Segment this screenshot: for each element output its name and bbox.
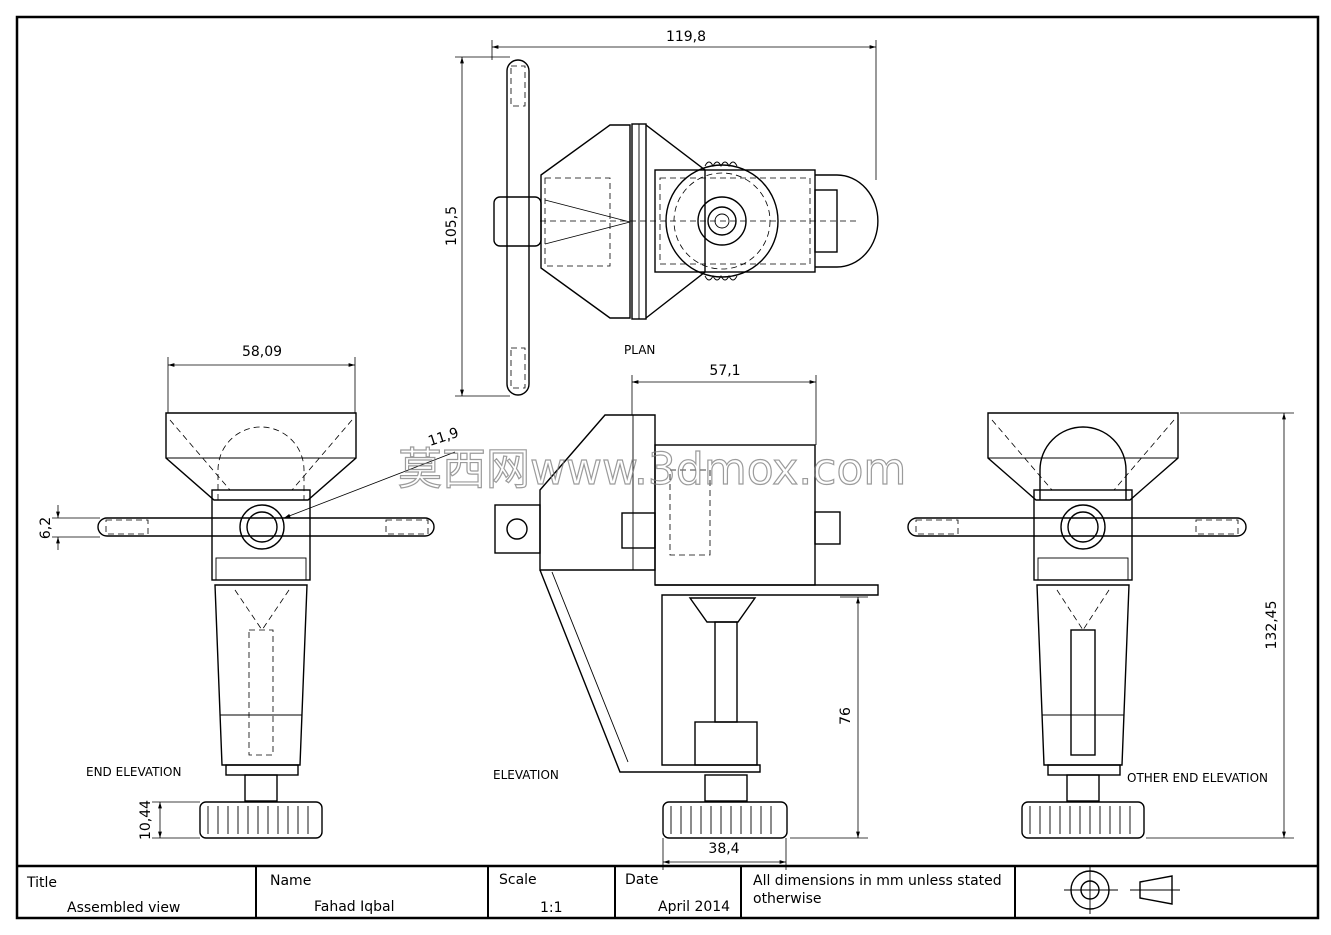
title-label: Title	[26, 875, 57, 891]
date-label: Date	[625, 872, 658, 888]
title-block	[17, 864, 1318, 918]
dim-end-width: 58,09	[242, 344, 282, 360]
dim-elev-height: 76	[838, 707, 854, 725]
end-elevation-view	[97, 412, 435, 839]
name-value: Fahad Iqbal	[314, 899, 395, 915]
scale-label: Scale	[499, 872, 537, 888]
label-other-end-elevation: OTHER END ELEVATION	[1127, 771, 1268, 785]
label-end-elevation: END ELEVATION	[86, 765, 181, 779]
dim-other-height: 132,45	[1264, 601, 1280, 650]
name-label: Name	[270, 873, 311, 889]
label-plan: PLAN	[624, 343, 655, 357]
scale-value: 1:1	[540, 900, 563, 916]
sheet-border	[15, 15, 1320, 920]
dim-plan-height: 105,5	[444, 206, 460, 246]
label-elevation: ELEVATION	[493, 768, 559, 782]
dim-elev-knob: 38,4	[708, 841, 739, 857]
dim-elev-width: 57,1	[709, 363, 740, 379]
dim-end-knob: 10,44	[138, 800, 154, 840]
note-line-1: All dimensions in mm unless stated	[753, 873, 1002, 889]
watermark: 莫西网www.3dmox.com	[398, 444, 906, 495]
projection-symbol-icon	[1064, 866, 1180, 914]
dimension-lines	[52, 40, 1294, 870]
elevation-view	[494, 414, 879, 839]
title-value: Assembled view	[67, 900, 180, 916]
note-line-2: otherwise	[753, 891, 822, 907]
other-end-elevation-view	[907, 412, 1247, 839]
dim-plan-width: 119,8	[666, 29, 706, 45]
plan-view	[493, 59, 879, 396]
dim-end-handle: 6,2	[38, 517, 54, 539]
date-value: April 2014	[658, 899, 730, 915]
